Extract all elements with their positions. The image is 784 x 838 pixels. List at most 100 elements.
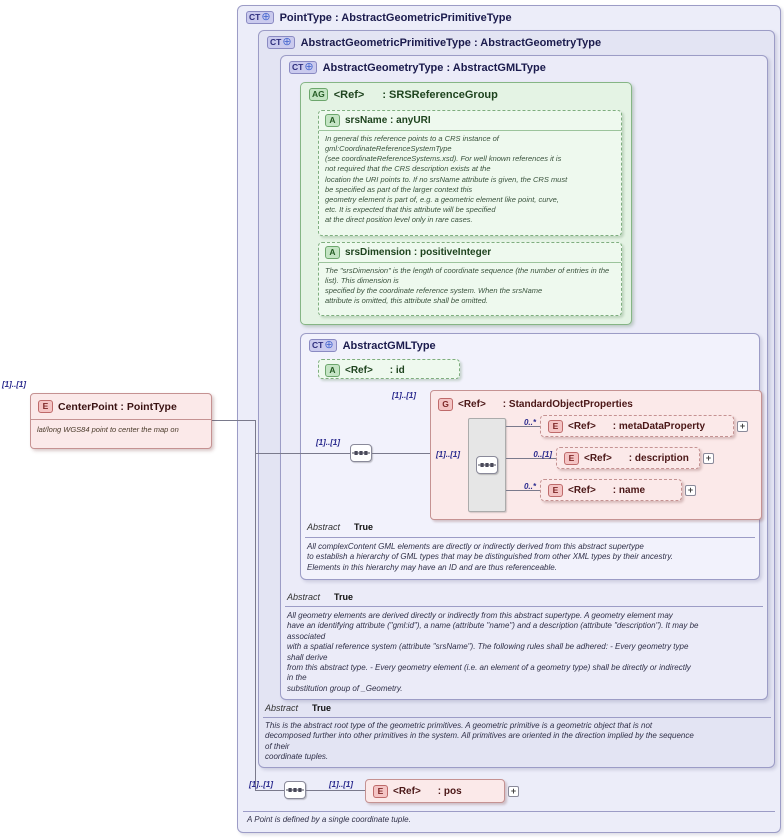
badge-text: CT <box>270 37 282 48</box>
connector-line <box>506 426 540 427</box>
id-attribute-ref: <Ref> <box>345 364 373 376</box>
abstract-value: True <box>354 522 374 532</box>
occurrence-label: [1]..[1] <box>392 391 416 400</box>
abstract-indicator: Abstract True <box>287 592 353 602</box>
occurrence-label: 0..* <box>523 482 536 491</box>
abstractgmltype-doc: All complexContent GML elements are dire… <box>307 542 673 572</box>
attribute-group-badge: AG <box>309 88 328 101</box>
abstract-label: Abstract <box>307 522 341 532</box>
abstractgeometricprimitivetype-doc: This is the abstract root type of the ge… <box>265 721 694 762</box>
srsname-header: A srsName : anyURI <box>319 111 621 131</box>
pos-type: : pos <box>437 785 462 797</box>
divider <box>285 606 763 607</box>
occurrence-label: [1]..[1] <box>249 780 273 789</box>
metadataproperty-type: : metaDataProperty <box>612 420 706 432</box>
occurrence-label: [1]..[1] <box>316 438 340 447</box>
element-badge: E <box>373 784 388 798</box>
badge-text: CT <box>249 12 261 23</box>
pointtype-header: CT⊕ PointType : AbstractGeometricPrimiti… <box>238 6 780 24</box>
expand-button[interactable]: + <box>703 453 714 464</box>
sequence-glyph <box>352 451 370 455</box>
metadataproperty-ref: <Ref> <box>568 420 596 432</box>
connector-line <box>212 420 256 421</box>
description-ref: <Ref> <box>584 452 612 464</box>
abstractgmltype-header: CT⊕ AbstractGMLType <box>301 334 759 352</box>
id-attribute-type: : id <box>389 364 405 376</box>
expand-button[interactable]: + <box>737 421 748 432</box>
derivation-icon: ⊕ <box>282 36 292 48</box>
group-badge: G <box>438 397 453 411</box>
abstractgeometrytype-header: CT⊕ AbstractGeometryType : AbstractGMLTy… <box>281 56 767 74</box>
srsreferencegroup-ref: <Ref> <box>333 88 365 101</box>
badge-text: CT <box>312 340 324 351</box>
pointtype-footnote: A Point is defined by a single coordinat… <box>247 815 411 824</box>
element-badge: E <box>564 451 579 465</box>
divider <box>243 811 775 812</box>
element-badge: E <box>38 400 53 413</box>
centerpoint-header: E CenterPoint : PointType <box>31 394 211 420</box>
divider <box>263 717 771 718</box>
complex-type-badge: CT⊕ <box>246 11 274 24</box>
derivation-icon: ⊕ <box>261 11 271 23</box>
srsreferencegroup-header: AG <Ref> : SRSReferenceGroup <box>301 83 631 101</box>
abstractgeometricprimitivetype-header: CT⊕ AbstractGeometricPrimitiveType : Abs… <box>259 31 774 49</box>
srsdimension-attribute-box[interactable]: A srsDimension : positiveInteger The "sr… <box>318 242 622 316</box>
srsdimension-doc: The "srsDimension" is the length of coor… <box>325 266 610 306</box>
sequence-compositor-icon[interactable] <box>350 444 372 462</box>
standardobjectproperties-type: : StandardObjectProperties <box>502 398 633 410</box>
abstractgmltype-title: AbstractGMLType <box>342 339 436 352</box>
pos-element-box[interactable]: E <Ref> : pos <box>365 779 505 803</box>
occurrence-label: [1]..[1] <box>436 450 460 459</box>
name-element-box[interactable]: E <Ref> : name <box>540 479 682 501</box>
abstractgeometrytype-doc: All geometry elements are derived direct… <box>287 611 699 693</box>
abstract-value: True <box>334 592 354 602</box>
connector-line <box>506 490 540 491</box>
description-element-box[interactable]: E <Ref> : description <box>556 447 700 469</box>
derivation-icon: ⊕ <box>304 61 314 73</box>
srsname-title: srsName : anyURI <box>345 115 431 126</box>
occurrence-label: [1]..[1] <box>2 380 26 389</box>
abstract-value: True <box>312 703 332 713</box>
expand-button[interactable]: + <box>685 485 696 496</box>
centerpoint-element-box[interactable]: E CenterPoint : PointType lat/long WGS84… <box>30 393 212 449</box>
connector-line <box>255 790 284 791</box>
abstract-label: Abstract <box>287 592 321 602</box>
abstractgeometrytype-title: AbstractGeometryType : AbstractGMLType <box>322 61 546 74</box>
sequence-glyph <box>478 463 496 467</box>
abstract-indicator: Abstract True <box>307 522 373 532</box>
srsreferencegroup-type: : SRSReferenceGroup <box>382 88 498 101</box>
srsname-attribute-box[interactable]: A srsName : anyURI In general this refer… <box>318 110 622 236</box>
element-badge: E <box>548 483 563 497</box>
expand-button[interactable]: + <box>508 786 519 797</box>
complex-type-badge: CT⊕ <box>309 339 337 352</box>
attribute-badge: A <box>325 246 340 259</box>
connector-line <box>506 458 556 459</box>
sequence-compositor-icon[interactable] <box>284 781 306 799</box>
element-badge: E <box>548 419 563 433</box>
occurrence-label: 0..[1] <box>533 450 552 459</box>
srsname-doc: In general this reference points to a CR… <box>325 134 568 224</box>
attribute-badge: A <box>325 114 340 127</box>
srsdimension-header: A srsDimension : positiveInteger <box>319 243 621 263</box>
id-attribute-box[interactable]: A <Ref> : id <box>318 359 460 379</box>
attribute-badge: A <box>325 363 340 377</box>
occurrence-label: [1]..[1] <box>329 780 353 789</box>
srsdimension-title: srsDimension : positiveInteger <box>345 247 492 258</box>
divider <box>305 537 755 538</box>
connector-spine <box>255 420 256 791</box>
badge-text: CT <box>292 62 304 73</box>
description-type: : description <box>628 452 689 464</box>
metadataproperty-element-box[interactable]: E <Ref> : metaDataProperty <box>540 415 734 437</box>
connector-line <box>372 453 430 454</box>
complex-type-badge: CT⊕ <box>267 36 295 49</box>
centerpoint-title: CenterPoint : PointType <box>58 400 177 413</box>
standardobjectproperties-ref: <Ref> <box>458 398 486 410</box>
sequence-compositor-icon[interactable] <box>476 456 498 474</box>
id-attribute-header: A <Ref> : id <box>319 360 459 378</box>
pos-ref: <Ref> <box>393 785 421 797</box>
name-ref: <Ref> <box>568 484 596 496</box>
abstractgeometricprimitivetype-title: AbstractGeometricPrimitiveType : Abstrac… <box>300 36 602 49</box>
connector-line <box>255 453 350 454</box>
